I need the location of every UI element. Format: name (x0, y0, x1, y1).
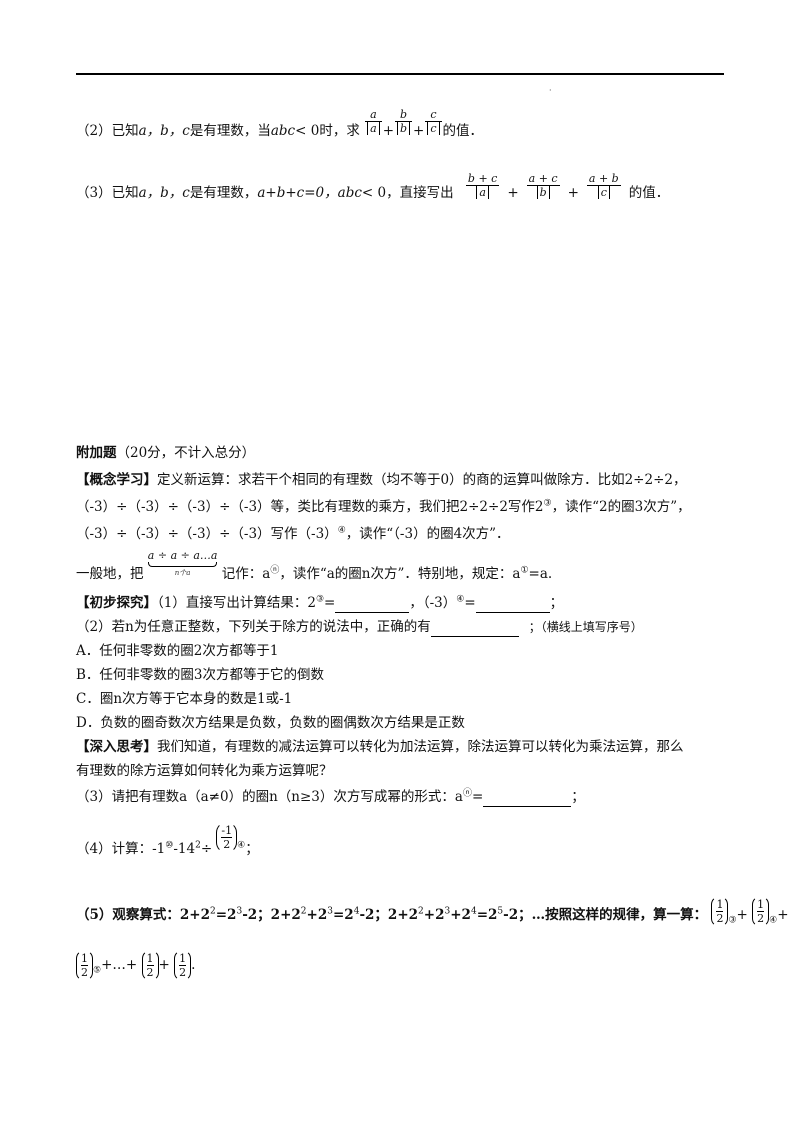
question-3-power: （3）请把有理数a（a≠0）的圈n（n≥3）次方写成幂的形式：aⓝ=； (76, 788, 585, 807)
concept-line-1: 【概念学习】定义新运算：求若干个相同的有理数（均不等于0）的商的运算叫做除方．比… (76, 472, 687, 488)
option-a: A．任何非零数的圈2次方都等于1 (76, 643, 279, 659)
header-rule (76, 73, 724, 75)
concept-line-3: （-3）÷（-3）÷（-3）÷（-3）写作（-3）④，读作“（-3）的圈4次方”… (76, 525, 510, 542)
header-mark: · (549, 86, 552, 95)
answer-blank-4[interactable] (483, 791, 572, 807)
deep-line-1: 【深入思考】我们知道，有理数的减法运算可以转化为加法运算，除法运算可以转化为乘法… (76, 739, 684, 755)
question-5-line-1: （5）观察算式：2+22=23-2；2+22+23=24-2；2+22+23+2… (76, 896, 789, 927)
answer-blank-2[interactable] (475, 597, 550, 613)
concept-line-2: （-3）÷（-3）÷（-3）÷（-3）等，类比有理数的乘方，我们把2÷2÷2写作… (76, 498, 691, 515)
explore-line-1: 【初步探究】（1）直接写出计算结果：2③=，（-3）④=； (76, 594, 564, 613)
question-3: （3）已知a，b，c是有理数，a+b+c=0，abc< 0，直接写出 b + c… (76, 172, 670, 201)
option-b: B．任何非零数的圈3次方都等于它的倒数 (76, 667, 325, 683)
option-c: C．圈n次方等于它本身的数是1或-1 (76, 691, 293, 707)
answer-blank-1[interactable] (335, 597, 410, 613)
answer-blank-3[interactable] (430, 621, 519, 637)
option-d: D．负数的圈奇数次方结果是负数，负数的圈偶数次方结果是正数 (76, 715, 465, 731)
extra-title: 附加题（20分，不计入总分） (76, 445, 256, 461)
explore-line-2: （2）若n为任意正整数，下列关于除方的说法中，正确的有；（横线上填写序号） (76, 619, 643, 637)
deep-line-2: 有理数的除方运算如何转化为乘方运算呢？ (76, 763, 333, 779)
